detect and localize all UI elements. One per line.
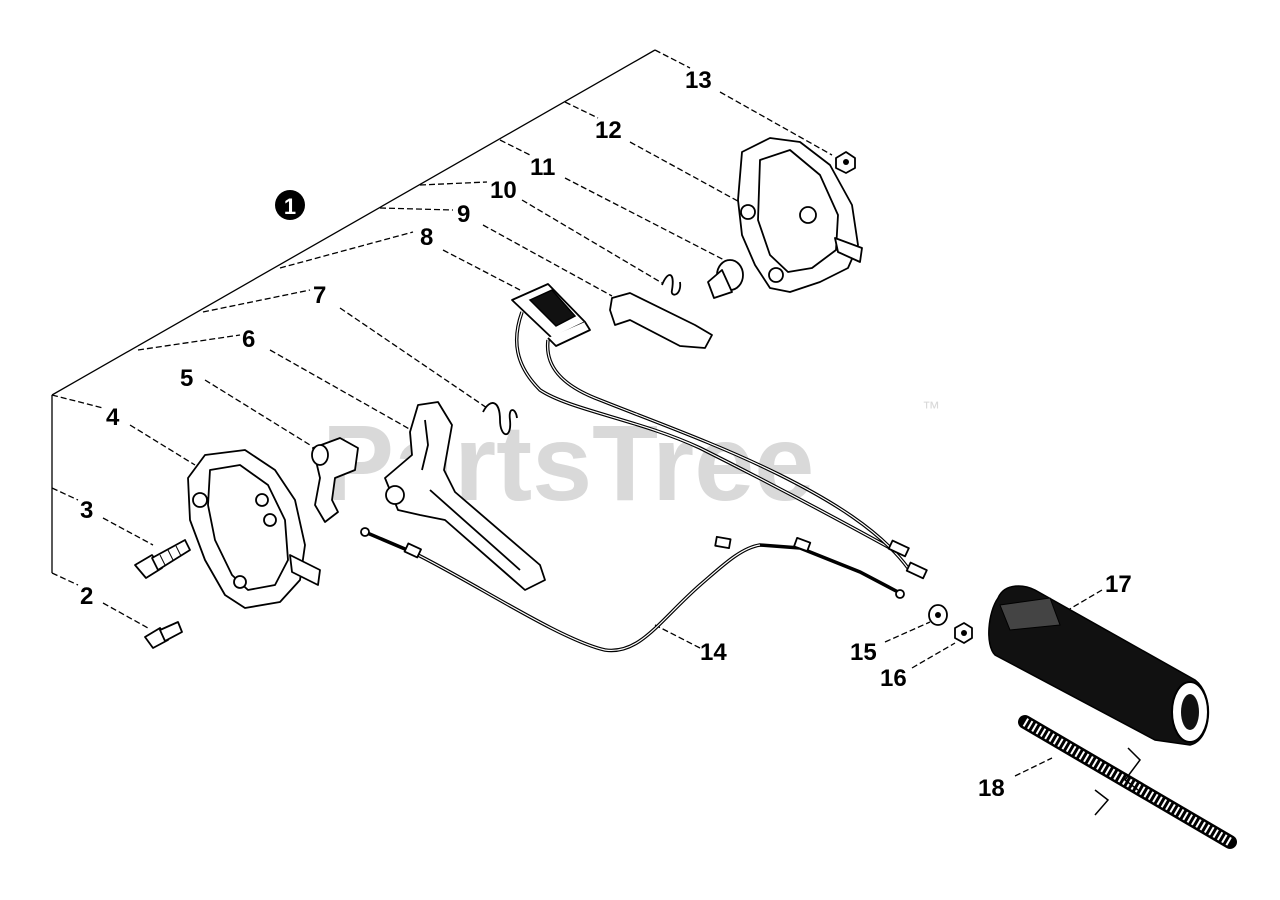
assembly-bracket	[51, 49, 656, 573]
switch-wires	[515, 311, 928, 580]
callout-16: 16	[880, 665, 907, 692]
part-15-nut	[928, 604, 948, 626]
part-6-trigger	[384, 401, 546, 591]
part-13-nut	[835, 151, 856, 174]
part-14-cable	[360, 527, 905, 653]
callout-9: 9	[457, 201, 470, 228]
part-5-bushing	[311, 437, 359, 523]
assembly-marker-1: 1	[275, 190, 305, 220]
callout-17: 17	[1105, 571, 1132, 598]
callout-15: 15	[850, 639, 877, 666]
part-11-knob	[707, 259, 744, 299]
callout-11: 11	[530, 154, 555, 181]
callout-7: 7	[313, 282, 326, 309]
part-12-housing	[737, 137, 863, 293]
callout-10: 10	[490, 177, 517, 204]
part-7-spring	[482, 402, 518, 436]
callout-labels: 2 3 4 5 6 7 8 9 10 11 12 13 14 15 16 17 …	[80, 67, 1132, 802]
callout-13: 13	[685, 67, 712, 94]
assembly-marker-number: 1	[284, 194, 296, 219]
watermark-trademark: ™	[922, 398, 940, 418]
leader-lines	[51, 49, 1103, 777]
part-16-nut	[954, 622, 973, 644]
callout-8: 8	[420, 224, 433, 251]
callout-3: 3	[80, 497, 93, 524]
callout-14: 14	[700, 639, 727, 666]
part-3-screw	[134, 539, 191, 579]
callout-6: 6	[242, 326, 255, 353]
part-17-grip	[988, 585, 1209, 746]
callout-5: 5	[180, 365, 193, 392]
part-10-spring	[661, 274, 682, 296]
callout-12: 12	[595, 117, 622, 144]
callout-2: 2	[80, 583, 93, 610]
part-9-lever	[609, 292, 713, 349]
part-2-screw	[144, 621, 183, 649]
callout-18: 18	[978, 775, 1005, 802]
part-8-switch	[511, 283, 591, 347]
callout-4: 4	[106, 404, 120, 431]
part-18-rod	[1018, 715, 1237, 849]
part-4-housing	[187, 449, 321, 609]
